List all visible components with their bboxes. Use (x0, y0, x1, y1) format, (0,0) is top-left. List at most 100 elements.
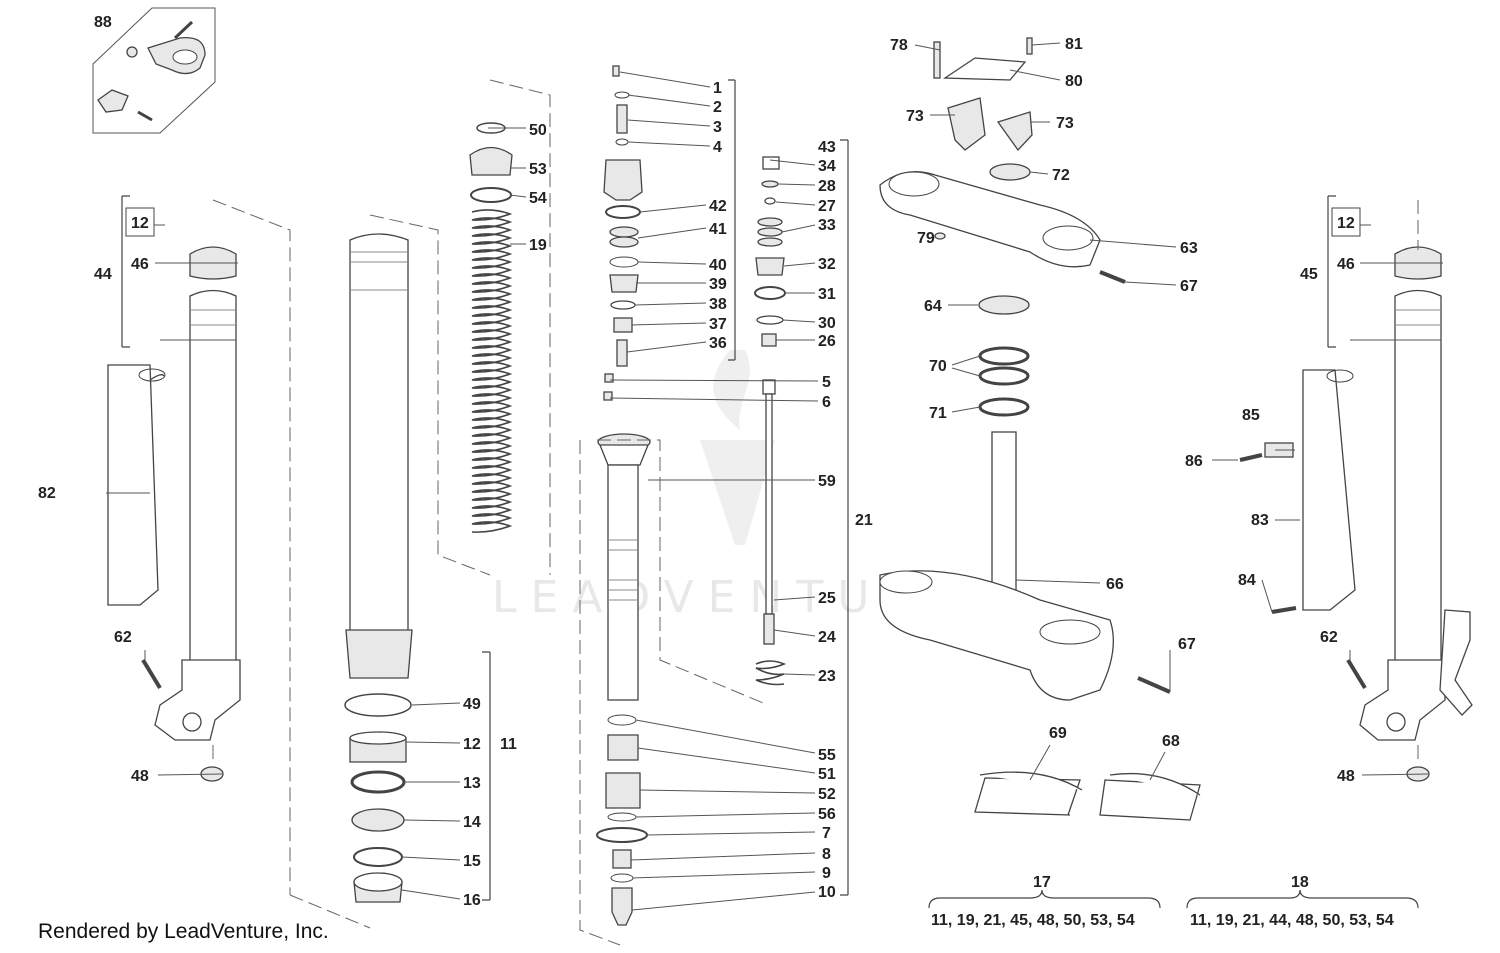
leader-line (637, 227, 707, 239)
leader-line (637, 261, 707, 265)
leader-line (1261, 579, 1273, 613)
leader-line (639, 789, 816, 794)
callout-83: 83 (1251, 512, 1269, 529)
callout-26: 26 (818, 333, 836, 350)
bracket (121, 195, 130, 348)
leader-line (951, 355, 981, 366)
leader-line (639, 204, 707, 213)
rendered-by-credit: Rendered by LeadVenture, Inc. (38, 920, 329, 943)
callout-25: 25 (818, 590, 836, 607)
kit-17-contents: 11, 19, 21, 45, 48, 50, 53, 54 (931, 912, 1135, 929)
callout-88: 88 (94, 14, 112, 31)
callout-14: 14 (463, 814, 481, 831)
callout-13: 13 (463, 775, 481, 792)
callout-81: 81 (1065, 36, 1083, 53)
callout-70: 70 (929, 358, 947, 375)
callout-7: 7 (822, 825, 831, 842)
leader-lines (106, 42, 1443, 911)
callout-6: 6 (822, 394, 831, 411)
left-fork-guard (107, 364, 166, 606)
callout-51: 51 (818, 766, 836, 783)
bracket (1186, 889, 1419, 909)
inner-tube-small-parts (344, 693, 412, 903)
callout-16: 16 (463, 892, 481, 909)
bracket (482, 651, 491, 901)
callout-24: 24 (818, 629, 836, 646)
leader-line (405, 741, 461, 744)
callout-79: 79 (917, 230, 935, 247)
callout-66: 66 (1106, 576, 1124, 593)
leader-line (630, 852, 816, 861)
leader-line (777, 183, 816, 186)
watermark-text: LEADVENTURE (492, 572, 970, 623)
leader-line (773, 596, 816, 601)
callout-55: 55 (818, 747, 836, 764)
callout-86: 86 (1185, 453, 1203, 470)
callout-72: 72 (1052, 167, 1070, 184)
leader-line (401, 889, 461, 900)
inner-tube (345, 233, 413, 679)
callout-46-right: 46 (1337, 256, 1355, 273)
leader-line (634, 302, 707, 306)
leader-line (1124, 281, 1177, 286)
callout-12-left: 12 (131, 215, 149, 232)
callout-78: 78 (890, 37, 908, 54)
callout-52: 52 (818, 786, 836, 803)
rebound-rod (754, 156, 787, 686)
steering-stem (879, 295, 1171, 701)
leader-line (1015, 579, 1101, 584)
callout-5: 5 (822, 374, 831, 391)
bracket (1327, 195, 1336, 348)
callout-85: 85 (1242, 407, 1260, 424)
callout-54: 54 (529, 190, 547, 207)
callout-17: 17 (1033, 874, 1051, 891)
bracket (840, 139, 849, 896)
callout-82: 82 (38, 485, 56, 502)
callout-68: 68 (1162, 733, 1180, 750)
top-triple-clamp (879, 37, 1126, 284)
leader-line (509, 194, 527, 198)
callout-64: 64 (924, 298, 942, 315)
leader-line (411, 702, 461, 706)
callout-39: 39 (709, 276, 727, 293)
callout-9: 9 (822, 865, 831, 882)
leader-line (626, 341, 707, 353)
spring-stack (469, 122, 513, 533)
callout-27: 27 (818, 198, 836, 215)
leader-line (783, 262, 816, 267)
callout-10: 10 (818, 884, 836, 901)
leader-line (637, 747, 816, 774)
leader-line (401, 856, 461, 861)
callout-71: 71 (929, 405, 947, 422)
kit-18-contents: 11, 19, 21, 44, 48, 50, 53, 54 (1190, 912, 1394, 929)
leader-line (1009, 69, 1061, 81)
leader-line (769, 159, 816, 166)
callout-41: 41 (709, 221, 727, 238)
bracket (728, 79, 736, 361)
leader-line (631, 322, 707, 326)
leader-line (1031, 42, 1061, 46)
callout-62-left: 62 (114, 629, 132, 646)
callout-labels: 88 50 53 54 19 12 44 46 82 62 48 49 12 1… (38, 14, 1394, 929)
leader-line (619, 71, 711, 88)
callout-36: 36 (709, 335, 727, 352)
callout-38: 38 (709, 296, 727, 313)
bracket (928, 889, 1161, 909)
callout-84: 84 (1238, 572, 1256, 589)
callout-4: 4 (713, 139, 722, 156)
leader-line (782, 319, 816, 323)
leader-line (1089, 239, 1177, 248)
leader-line (609, 397, 819, 402)
leader-line (157, 773, 223, 776)
callout-42: 42 (709, 198, 727, 215)
leader-line (635, 812, 816, 818)
callout-34: 34 (818, 158, 836, 175)
callout-43: 43 (818, 139, 836, 156)
leader-line (775, 201, 816, 206)
callout-67-top: 67 (1180, 278, 1198, 295)
callout-15: 15 (463, 853, 481, 870)
leader-line (1029, 744, 1051, 781)
callout-73-left: 73 (906, 108, 924, 125)
leader-line (646, 831, 816, 836)
callout-28: 28 (818, 178, 836, 195)
